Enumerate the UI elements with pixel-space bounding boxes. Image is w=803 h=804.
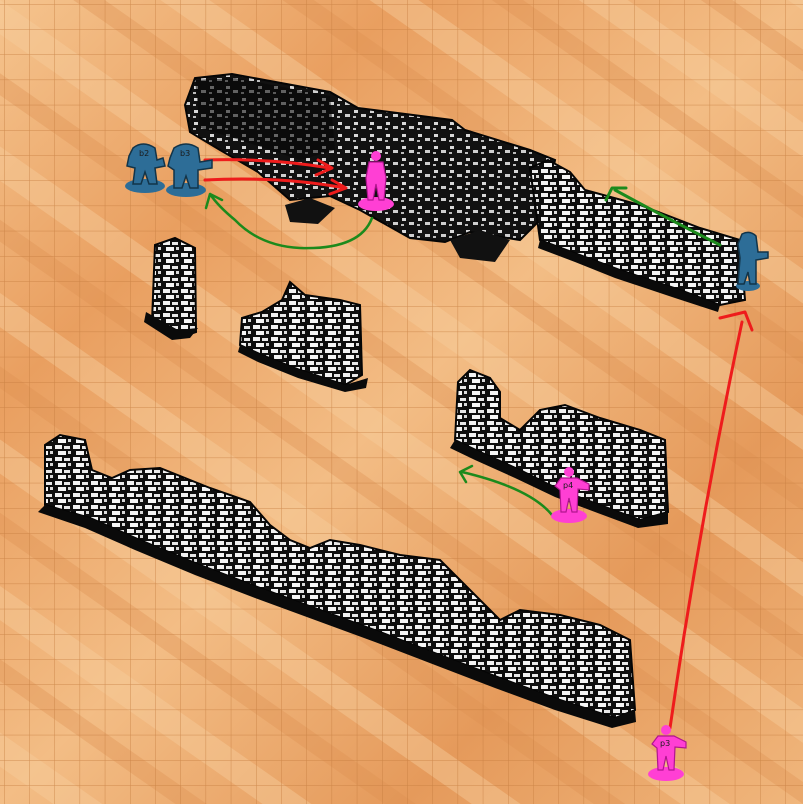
miniature-p1[interactable] xyxy=(358,151,394,211)
miniature-b3[interactable]: b3 xyxy=(166,143,213,197)
miniature-b2-label: b2 xyxy=(139,149,149,158)
ruined-wall-east xyxy=(450,368,670,528)
miniature-b2[interactable]: b2 xyxy=(125,143,166,193)
ruined-wall-center xyxy=(238,280,368,392)
move-p4 xyxy=(458,464,554,517)
shot-p3-to-b1 xyxy=(668,310,754,730)
miniature-b1[interactable] xyxy=(736,231,769,291)
shot-b3-to-p1-lower xyxy=(203,177,348,196)
ruined-wall-south xyxy=(38,433,637,728)
miniature-p3-label: p3 xyxy=(660,739,670,748)
miniature-p3[interactable]: p3 xyxy=(648,725,687,781)
move-b1 xyxy=(604,186,722,247)
ruined-pillar xyxy=(144,236,198,340)
miniature-p4-label: p4 xyxy=(563,481,573,490)
miniature-b3-label: b3 xyxy=(180,149,190,158)
miniature-p4[interactable]: p4 xyxy=(551,467,590,523)
shot-b3-to-p1-upper xyxy=(203,158,334,177)
ruined-wall-north xyxy=(183,72,557,262)
move-p1 xyxy=(204,192,374,250)
